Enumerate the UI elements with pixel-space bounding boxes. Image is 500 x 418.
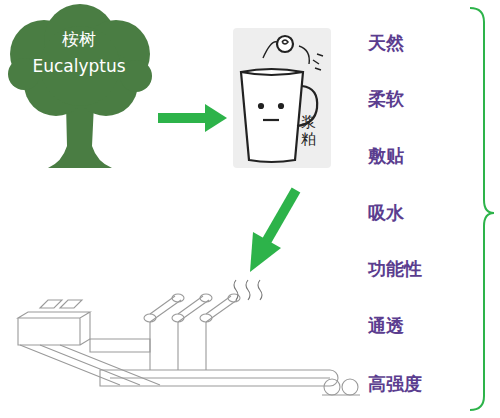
cup-drawing: [241, 36, 323, 162]
cup-illustration: [233, 28, 331, 168]
pulp-cup-node: 浆粕: [233, 28, 331, 168]
tree-label: Eucalyptus: [32, 53, 125, 80]
down-arrow: [250, 190, 296, 272]
property-label: 天然: [368, 31, 404, 55]
tree-node: 桉树Eucalyptus: [4, 4, 154, 170]
arrow-head: [250, 232, 281, 272]
property-label: 高强度: [368, 372, 422, 396]
tree-shape: [4, 4, 154, 170]
property-label: 敷贴: [368, 144, 404, 168]
property-label: 柔软: [368, 87, 404, 111]
tree-label: 桉树: [62, 26, 96, 53]
bracket: [470, 8, 494, 410]
property-label: 吸水: [368, 201, 404, 225]
cup-background: [233, 28, 331, 168]
paper-machine: [18, 280, 360, 395]
pulp-label: 浆粕: [301, 114, 316, 147]
property-label: 功能性: [368, 257, 422, 281]
arrow-shaft: [266, 190, 296, 242]
flow-arrow: [158, 113, 205, 123]
property-label: 通透: [368, 314, 404, 338]
